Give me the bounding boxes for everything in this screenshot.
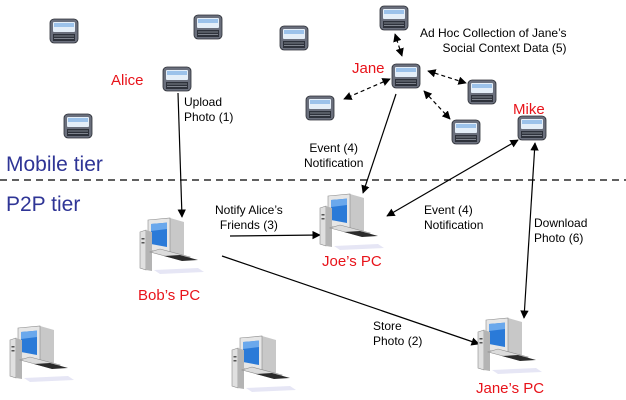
joe-pc-icon <box>319 193 385 251</box>
mobile-tier-label: Mobile tier <box>6 153 103 176</box>
jane-pc-icon <box>477 317 543 375</box>
download-photo-arrow <box>520 142 539 319</box>
event-notification-mike-arrow <box>386 139 519 217</box>
bob-pc-label: Bob’s PC <box>138 287 201 304</box>
phone-icon <box>279 25 309 51</box>
bob-pc-icon <box>139 217 205 275</box>
phone-icon <box>467 79 497 105</box>
event-notification-right-label: Event (4)Notification <box>424 203 484 232</box>
phone-icon <box>193 14 223 40</box>
adhoc-arrow-left <box>343 78 391 100</box>
jane-pc-label: Jane’s PC <box>476 380 545 397</box>
jane-phone-icon <box>391 63 421 89</box>
p2p-tier-label: P2P tier <box>6 193 81 216</box>
adhoc-connectors <box>343 33 467 120</box>
notify-friends-arrow <box>229 230 321 240</box>
upload-photo-arrow <box>177 92 186 218</box>
pc-icon <box>231 335 297 393</box>
phone-icon <box>63 113 93 139</box>
mike-label: Mike <box>513 101 545 118</box>
event-notification-left-label: Event (4)Notification <box>304 141 364 170</box>
pc-icon <box>9 325 75 383</box>
adhoc-arrow-up <box>393 33 404 57</box>
phone-icon <box>305 95 335 121</box>
event-notification-jane-arrow <box>361 93 397 194</box>
phone-icon <box>49 18 79 44</box>
phone-icon <box>379 5 409 31</box>
alice-phone-icon <box>162 66 192 92</box>
alice-label: Alice <box>111 72 144 89</box>
joe-pc-label: Joe’s PC <box>322 253 382 270</box>
solid-connectors <box>177 92 539 346</box>
adhoc-arrow-right <box>427 69 467 85</box>
mike-phone-icon <box>517 115 547 141</box>
jane-label: Jane <box>352 60 385 77</box>
store-photo-arrow <box>221 255 480 346</box>
phone-icon <box>451 119 481 145</box>
adhoc-arrow-down <box>423 90 451 120</box>
